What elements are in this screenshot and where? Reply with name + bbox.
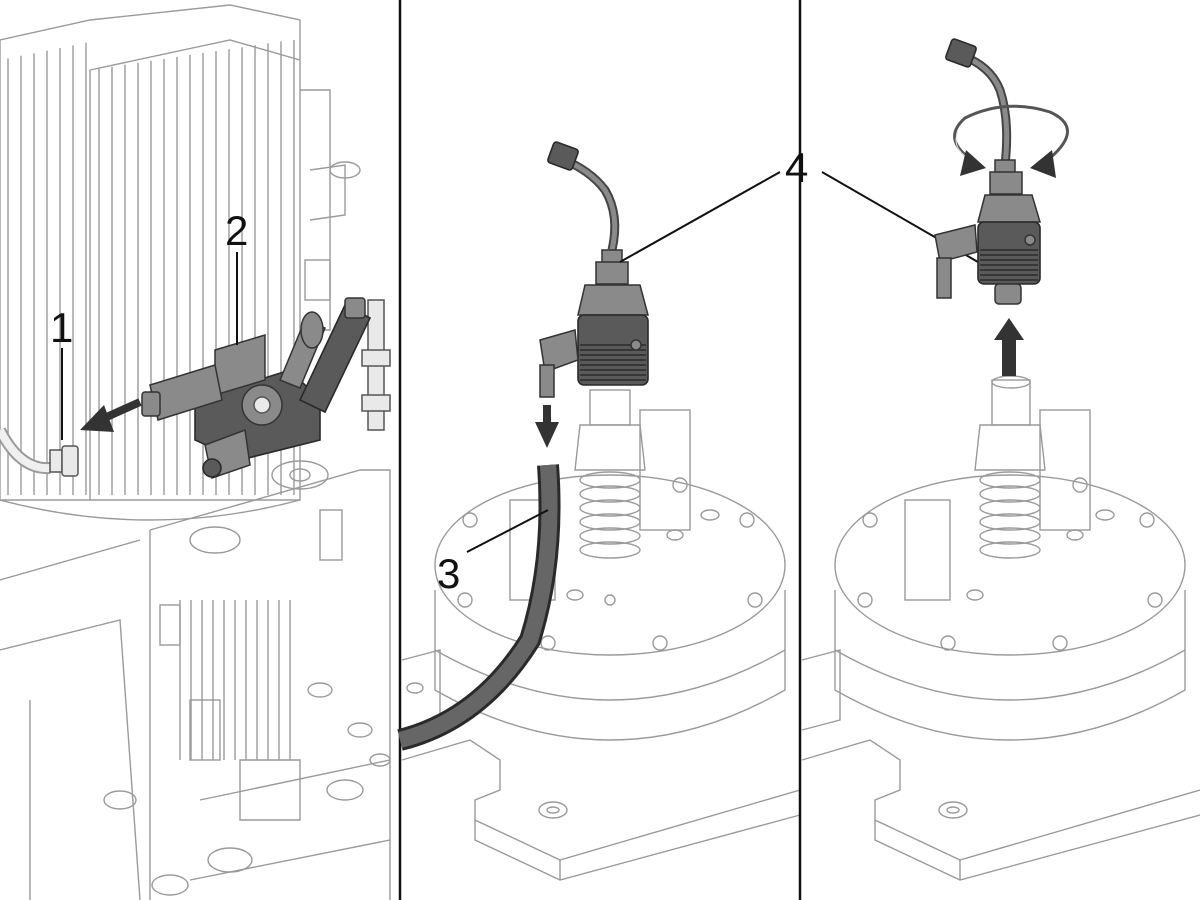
right-panel <box>801 38 1200 881</box>
spindle-right <box>974 375 1046 559</box>
spindle <box>574 389 646 559</box>
middle-panel: 3 4 <box>397 141 979 881</box>
callout-4-label: 4 <box>785 144 808 191</box>
rotate-icon <box>953 104 1069 178</box>
callout-1-label: 1 <box>50 304 73 351</box>
base-plate <box>401 649 801 881</box>
arrow-up-icon <box>994 318 1024 376</box>
callout-3-label: 3 <box>437 550 460 597</box>
mounting-frame <box>0 460 391 900</box>
upper-fittings <box>300 89 391 431</box>
callout-1: 1 <box>50 304 73 440</box>
hose-1 <box>0 427 79 477</box>
hose-3 <box>397 464 561 751</box>
arrow-left-icon <box>80 398 142 432</box>
callout-2: 2 <box>225 207 248 345</box>
base-plate-right <box>801 649 1200 881</box>
valve-block-2 <box>141 297 372 479</box>
callout-3: 3 <box>437 509 549 597</box>
sensor-4-removed <box>934 38 1042 305</box>
sensor-4 <box>539 141 649 398</box>
callout-2-label: 2 <box>225 207 248 254</box>
arrow-down-icon <box>535 405 559 448</box>
cylinder-right <box>834 409 1186 741</box>
left-panel: 1 2 <box>0 4 391 900</box>
